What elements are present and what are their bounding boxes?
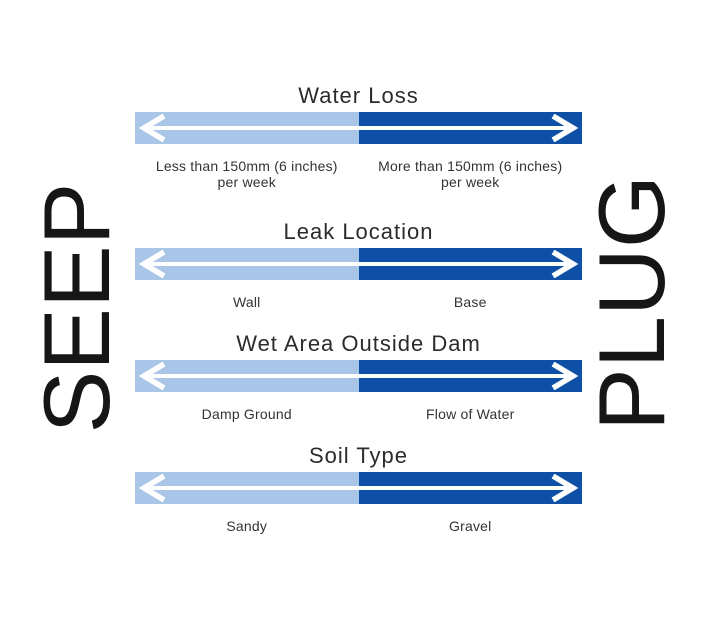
- row-title: Water Loss: [298, 83, 419, 108]
- left-arrow-icon: [138, 474, 166, 502]
- criterion-row-leak-location: Leak Location Wall Base: [135, 220, 582, 310]
- left-option-label: Damp Ground: [201, 406, 292, 422]
- seep-side-segment: [135, 112, 359, 144]
- arrow-shaft: [147, 126, 359, 130]
- left-arrow-icon: [138, 250, 166, 278]
- seep-vertical-label: SEEP: [24, 182, 129, 434]
- right-option-label: More than 150mm (6 inches) per week: [378, 158, 563, 191]
- right-arrow-icon: [551, 114, 579, 142]
- criterion-row-soil-type: Soil Type Sandy Gravel: [135, 444, 582, 534]
- plug-side-segment: [358, 360, 582, 392]
- plug-side-segment: [358, 248, 582, 280]
- left-option-label: Wall: [232, 294, 261, 310]
- seep-side-segment: [135, 472, 359, 504]
- right-option-label: Base: [453, 294, 487, 310]
- left-arrow-icon: [138, 362, 166, 390]
- left-arrow-icon: [138, 114, 166, 142]
- seep-plug-scale-bar: [135, 248, 582, 280]
- right-option-label: Gravel: [449, 518, 492, 534]
- option-labels: Less than 150mm (6 inches) per week More…: [135, 158, 582, 190]
- option-labels: Damp Ground Flow of Water: [135, 406, 582, 422]
- seep-side-segment: [135, 248, 359, 280]
- arrow-shaft: [358, 262, 570, 266]
- arrow-shaft: [358, 126, 570, 130]
- left-option-label: Sandy: [226, 518, 268, 534]
- seep-plug-scale-bar: [135, 112, 582, 144]
- arrow-shaft: [358, 486, 570, 490]
- option-labels: Sandy Gravel: [135, 518, 582, 534]
- row-title: Wet Area Outside Dam: [236, 331, 481, 356]
- arrow-shaft: [147, 486, 359, 490]
- plug-vertical-label: PLUG: [579, 175, 684, 431]
- option-labels: Wall Base: [135, 294, 582, 310]
- arrow-shaft: [147, 374, 359, 378]
- arrow-shaft: [358, 374, 570, 378]
- plug-side-segment: [358, 112, 582, 144]
- row-title: Leak Location: [283, 219, 434, 244]
- right-arrow-icon: [551, 474, 579, 502]
- plug-side-segment: [358, 472, 582, 504]
- right-option-label: Flow of Water: [426, 406, 515, 422]
- left-option-label: Less than 150mm (6 inches) per week: [155, 158, 338, 191]
- seep-plug-scale-bar: [135, 472, 582, 504]
- right-arrow-icon: [551, 362, 579, 390]
- row-title: Soil Type: [308, 443, 409, 468]
- seep-side-segment: [135, 360, 359, 392]
- seep-plug-scale-bar: [135, 360, 582, 392]
- right-arrow-icon: [551, 250, 579, 278]
- arrow-shaft: [147, 262, 359, 266]
- criterion-row-wet-area: Wet Area Outside Dam Damp Ground Flow of…: [135, 332, 582, 422]
- criterion-row-water-loss: Water Loss Less than 150mm (6 inches) pe…: [135, 84, 582, 190]
